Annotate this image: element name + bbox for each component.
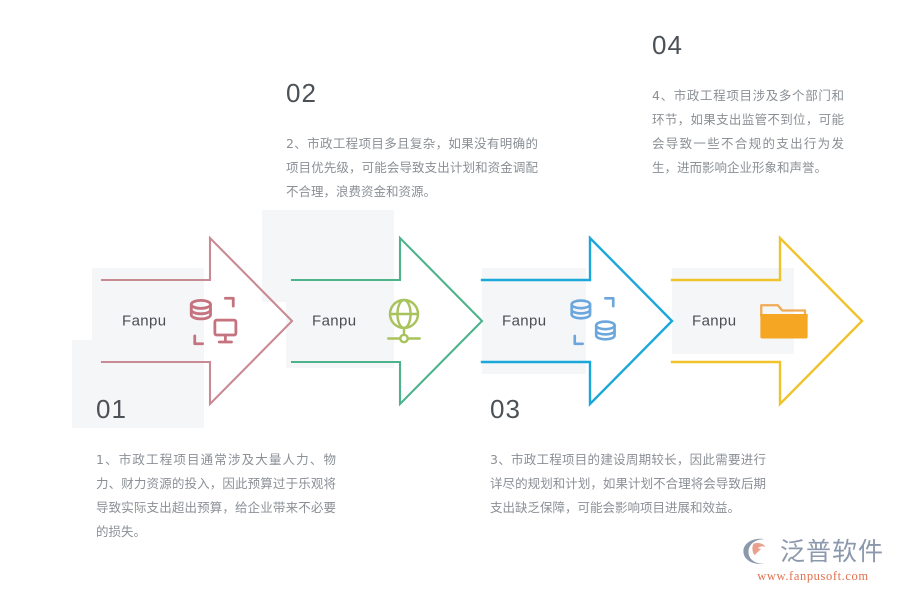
step-block-01: 01 1、市政工程项目通常涉及大量人力、物力、财力资源的投入，因此预算过于乐观将… <box>96 396 336 544</box>
fanpu-logo-url: www.fanpusoft.com <box>757 569 869 583</box>
step-number-02: 02 <box>286 78 317 108</box>
fanpu-logo-mark-icon <box>740 536 774 566</box>
step-arrow-4[interactable]: Fanpu <box>670 235 880 407</box>
backdrop-plate-4 <box>672 268 794 354</box>
backdrop-plate-2-lower <box>286 302 394 368</box>
step-block-02: 02 2、市政工程项目多且复杂，如果没有明确的项目优先级，可能会导致支出计划和资… <box>286 80 538 204</box>
step-text-02: 2、市政工程项目多且复杂，如果没有明确的项目优先级，可能会导致支出计划和资金调配… <box>286 136 538 199</box>
arrow-label-1: Fanpu <box>122 312 167 330</box>
step-text-01: 1、市政工程项目通常涉及大量人力、物力、财力资源的投入，因此预算过于乐观将导致实… <box>96 452 336 539</box>
backdrop-plate-3-lower <box>482 268 586 374</box>
step-text-04: 4、市政工程项目涉及多个部门和环节，如果支出监管不到位，可能会导致一些不合规的支… <box>652 88 844 175</box>
database-monitor-icon <box>186 293 242 349</box>
step-block-04: 04 4、市政工程项目涉及多个部门和环节，如果支出监管不到位，可能会导致一些不合… <box>652 32 844 180</box>
step-number-04: 04 <box>652 30 683 60</box>
backdrop-plate-2-upper <box>262 210 394 302</box>
fanpu-logo-name: 泛普软件 <box>780 536 885 566</box>
arrow-label-4: Fanpu <box>692 312 737 330</box>
step-number-01: 01 <box>96 394 127 424</box>
folder-icon <box>756 293 812 349</box>
globe-network-icon <box>376 293 432 349</box>
step-arrow-1[interactable]: Fanpu <box>100 235 310 407</box>
step-text-03: 3、市政工程项目的建设周期较长，因此需要进行详尽的规划和计划，如果计划不合理将会… <box>490 452 766 515</box>
step-block-03: 03 3、市政工程项目的建设周期较长，因此需要进行详尽的规划和计划，如果计划不合… <box>490 396 766 520</box>
database-stack-icon <box>566 293 622 349</box>
arrow-flow-band: Fanpu Fanpu <box>0 235 900 407</box>
arrow-label-3: Fanpu <box>502 312 547 330</box>
arrow-outline-2 <box>290 235 484 407</box>
fanpu-logo: 泛普软件 www.fanpusoft.com <box>740 536 886 592</box>
step-arrow-3[interactable]: Fanpu <box>480 235 690 407</box>
step-number-03: 03 <box>490 394 521 424</box>
arrow-outline-3 <box>480 235 674 407</box>
backdrop-plate-1-lower <box>72 340 204 428</box>
arrow-outline-4 <box>670 235 864 407</box>
arrow-label-2: Fanpu <box>312 312 357 330</box>
arrow-outline-1 <box>100 235 294 407</box>
step-arrow-2[interactable]: Fanpu <box>290 235 500 407</box>
